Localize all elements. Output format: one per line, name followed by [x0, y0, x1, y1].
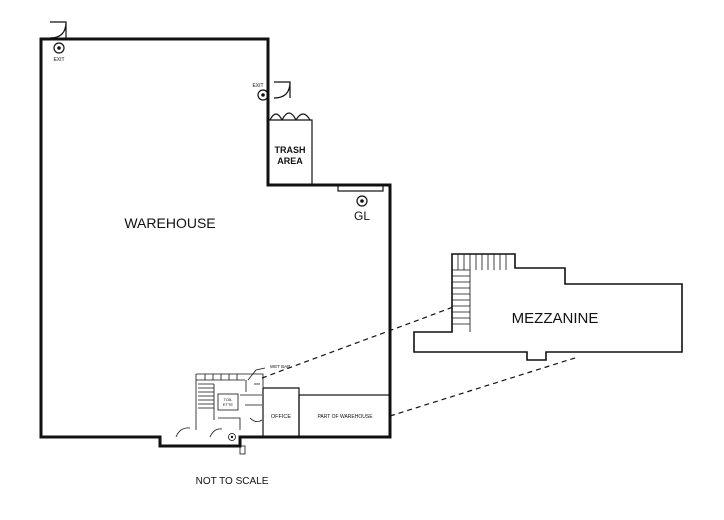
exit-label-bottom: EXIT — [228, 443, 237, 448]
trash-area-label-line2: AREA — [277, 156, 303, 166]
warehouse-label: WAREHOUSE — [124, 215, 215, 231]
not-to-scale-note: NOT TO SCALE — [196, 476, 269, 487]
wet-bar-leader — [247, 367, 266, 381]
grade-level-symbol — [356, 195, 368, 207]
office-label: OFFICE — [271, 414, 291, 420]
front-office-area — [175, 373, 264, 455]
exit-symbol-top — [53, 42, 65, 54]
mezzanine-stairs — [452, 254, 507, 332]
exit-label-trash: EXIT — [252, 83, 263, 89]
grade-level-label: GL — [354, 209, 370, 223]
toilet-label-line2: ETTE — [223, 402, 234, 407]
exit-label-top: EXIT — [53, 57, 64, 63]
part-of-warehouse-label: PART OF WAREHOUSE — [317, 414, 373, 420]
exit-symbol-bottom — [228, 433, 236, 441]
grade-level-door — [337, 184, 384, 192]
trash-exit-door — [273, 81, 291, 99]
mezzanine-label: MEZZANINE — [512, 310, 599, 327]
exit-symbol-trash — [257, 89, 269, 101]
mezzanine-connector-upper — [261, 305, 457, 379]
mezzanine-connector-lower — [389, 356, 579, 417]
mezzanine-outline — [413, 253, 683, 361]
warehouse-outline — [39, 37, 392, 448]
trash-area-label-line1: TRASH — [275, 145, 306, 155]
toilet-label-line1: TOIL — [224, 397, 234, 402]
top-exit-door — [49, 21, 67, 39]
trash-area-bins — [269, 112, 311, 121]
office-walls — [262, 387, 300, 437]
wet-bar-label: WET BAR — [270, 364, 291, 369]
